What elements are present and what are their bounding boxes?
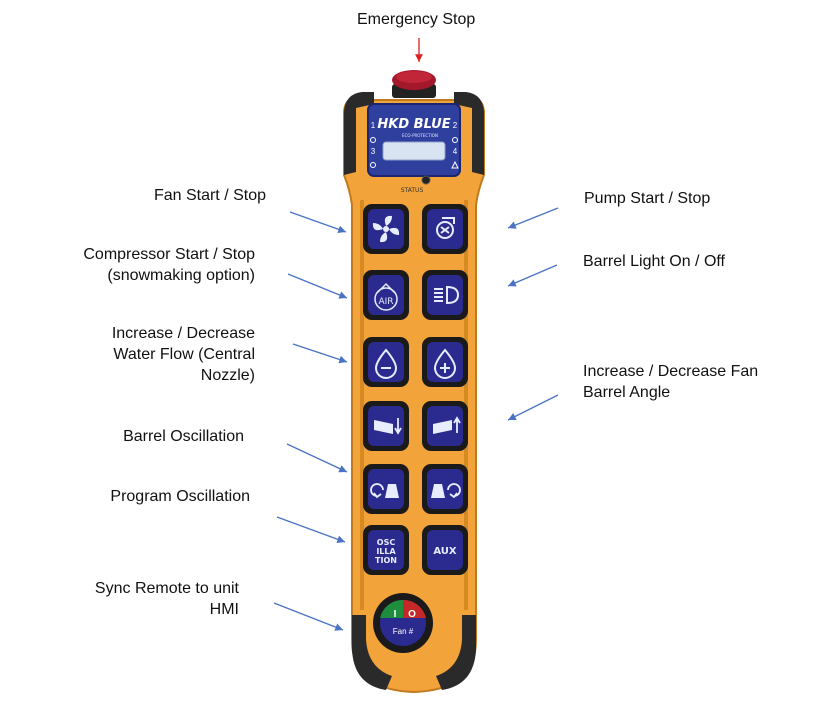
aux-label: AUX (433, 546, 457, 557)
fan-angle-label-line-2: Barrel Angle (583, 384, 671, 401)
sync-label-line-2: HMI (209, 601, 239, 618)
pump-button[interactable] (422, 204, 468, 254)
sync-label-line-1: Sync Remote to unit (94, 580, 239, 597)
barrel-light-label: Barrel Light On / Off (583, 253, 725, 270)
osc-label-3: TION (375, 556, 397, 565)
fan-angle-arrow (507, 394, 559, 421)
pump-label: Pump Start / Stop (584, 190, 711, 207)
compressor-button[interactable]: AIR (363, 270, 409, 320)
air-icon: AIR (374, 282, 398, 311)
compressor-label-line-2: (snowmaking option) (107, 267, 255, 284)
water-flow-label-line-1: Increase / Decrease (111, 325, 255, 342)
emergency-stop-button[interactable] (392, 70, 436, 98)
rotate-right-icon (431, 483, 461, 499)
program-oscillation-arrow (276, 516, 346, 543)
power-on-label: I (394, 609, 397, 620)
fan-angle-label: Increase / Decrease Fan Barrel Angle (583, 361, 758, 403)
water-flow-label-line-2: Water Flow (Central (113, 346, 255, 363)
fan-arrow (289, 211, 347, 234)
barrel-angle-down-icon (374, 418, 402, 435)
water-drop-minus-icon (374, 348, 398, 379)
indicator-1: 1 (371, 121, 376, 130)
fan-label: Fan Start / Stop (153, 187, 266, 204)
rotate-left-icon (370, 483, 399, 499)
fan-angle-increase-button[interactable] (422, 401, 468, 451)
pump-icon (436, 217, 455, 239)
display-panel: HKD BLUE ECO-PROTECTION 1 3 2 4 STATUS (367, 103, 461, 194)
brand-logo: HKD BLUE (377, 117, 450, 132)
water-flow-label: Increase / Decrease Water Flow (Central … (112, 323, 255, 386)
brand-subtitle: ECO-PROTECTION (402, 133, 438, 138)
compressor-arrow (287, 273, 348, 299)
status-led (421, 175, 431, 185)
emergency-stop-label: Emergency Stop (357, 11, 476, 28)
fan-number-label: Fan # (393, 627, 414, 636)
barrel-oscillation-right-button[interactable] (422, 464, 468, 514)
indicator-4: 4 (453, 147, 458, 156)
barrel-oscillation-left-button[interactable] (363, 464, 409, 514)
water-drop-plus-icon (433, 348, 457, 379)
compressor-label: Compressor Start / Stop (snowmaking opti… (83, 244, 255, 286)
indicator-3: 3 (371, 147, 376, 156)
barrel-oscillation-arrow (286, 443, 348, 473)
program-oscillation-label: Program Oscillation (110, 488, 250, 505)
fan-angle-decrease-button[interactable] (363, 401, 409, 451)
fan-icon (372, 215, 400, 243)
water-flow-decrease-button[interactable] (363, 337, 409, 387)
aux-button[interactable]: AUX (422, 525, 468, 575)
svg-text:AIR: AIR (378, 297, 393, 307)
sync-label: Sync Remote to unit HMI (95, 578, 239, 620)
barrel-oscillation-label: Barrel Oscillation (123, 428, 244, 445)
warning-icon (451, 160, 459, 169)
compressor-label-line-1: Compressor Start / Stop (83, 246, 255, 263)
sync-arrow (273, 602, 344, 631)
barrel-angle-up-icon (433, 416, 461, 434)
power-off-label: O (408, 609, 416, 620)
water-flow-label-line-3: Nozzle) (200, 367, 255, 384)
pump-arrow (507, 207, 559, 229)
osc-label-1: OSC (377, 538, 396, 547)
headlight-icon (434, 285, 460, 305)
water-flow-arrow (292, 343, 348, 364)
water-flow-increase-button[interactable] (422, 337, 468, 387)
fan-angle-label-line-1: Increase / Decrease Fan (583, 363, 759, 380)
fan-button[interactable] (363, 204, 409, 254)
status-label: STATUS (401, 187, 424, 194)
osc-label-2: ILLA (376, 547, 396, 556)
barrel-light-button[interactable] (422, 270, 468, 320)
program-oscillation-button[interactable]: OSC ILLA TION (363, 525, 409, 575)
barrel-light-arrow (507, 264, 558, 287)
sync-power-knob[interactable]: I O Fan # (373, 593, 433, 653)
indicator-2: 2 (453, 121, 458, 130)
button-grid: AIR (363, 204, 468, 575)
